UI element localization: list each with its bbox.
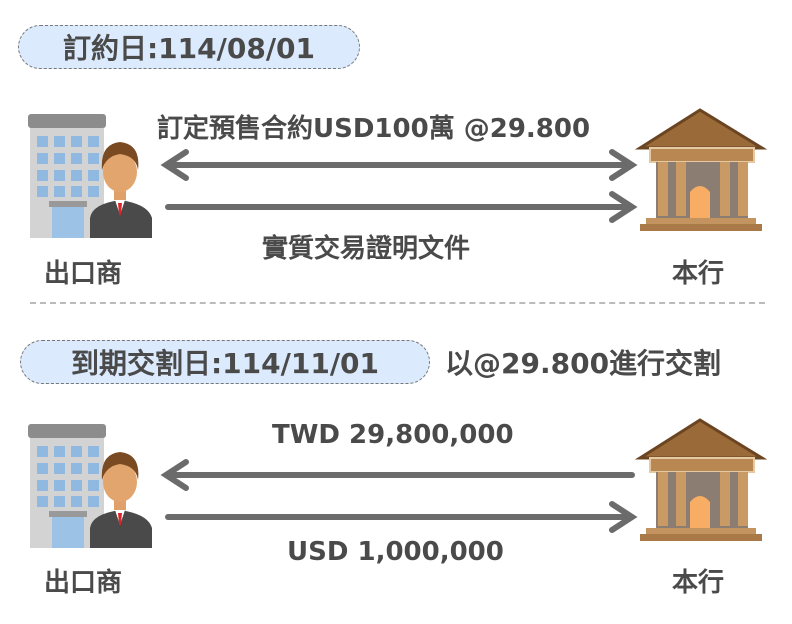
bank-label: 本行 bbox=[672, 259, 725, 289]
settlement-date-badge: 到期交割日:114/11/01 bbox=[20, 340, 430, 384]
arrow-head-left-icon bbox=[160, 459, 189, 491]
contract-date-badge: 訂約日:114/08/01 bbox=[18, 25, 360, 69]
exporter-label: 出口商 bbox=[44, 568, 123, 598]
bank-icon bbox=[638, 108, 764, 233]
bank-label: 本行 bbox=[672, 568, 725, 598]
exporter-building-icon bbox=[28, 114, 152, 238]
contract-date-label: 訂約日:114/08/01 bbox=[62, 32, 316, 65]
exporter-label: 出口商 bbox=[44, 259, 123, 289]
settlement-note: 以@29.800進行交割 bbox=[445, 347, 722, 380]
document-text: 實質交易證明文件 bbox=[262, 234, 471, 264]
settlement-date-label: 到期交割日:114/11/01 bbox=[70, 347, 380, 380]
bank-icon bbox=[638, 418, 764, 543]
arrow-head-right-icon bbox=[609, 191, 638, 223]
contract-text: 訂定預售合約USD100萬 @29.800 bbox=[157, 114, 591, 144]
arrow-head-right-icon bbox=[609, 149, 638, 181]
usd-amount: USD 1,000,000 bbox=[287, 537, 504, 567]
arrows-section1 bbox=[160, 149, 638, 223]
exporter-building-icon bbox=[28, 424, 152, 548]
arrow-head-left-icon bbox=[160, 149, 189, 181]
section-divider bbox=[30, 302, 765, 304]
twd-amount: TWD 29,800,000 bbox=[272, 420, 514, 450]
arrow-head-right-icon bbox=[609, 501, 638, 533]
arrows-section2 bbox=[160, 459, 638, 533]
